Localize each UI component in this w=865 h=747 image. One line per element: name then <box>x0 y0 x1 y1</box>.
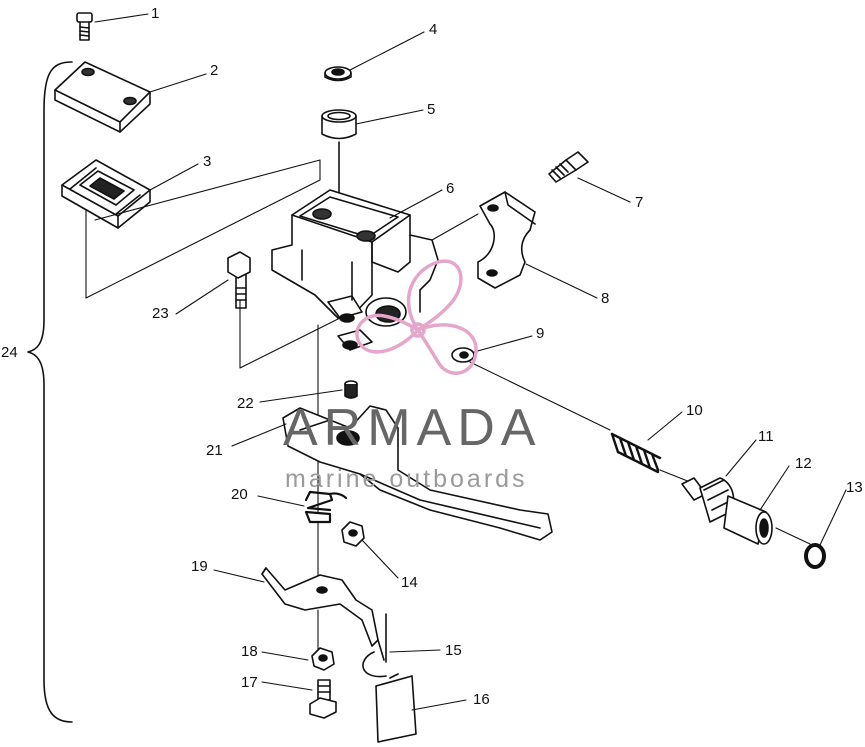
part-19-switch-bracket <box>261 567 379 647</box>
part-10-return-spring <box>610 432 662 474</box>
watermark-propeller-logo <box>355 259 478 375</box>
part-6-master-cylinder-body <box>271 189 439 351</box>
callout-14: 14 <box>401 574 418 591</box>
callout-21: 21 <box>206 442 223 459</box>
part-7-clamp-bolt <box>548 151 589 183</box>
part-3-diaphragm <box>61 159 151 229</box>
part-1-cover-screw <box>76 12 93 41</box>
part-17-screw <box>309 679 337 719</box>
callout-9: 9 <box>536 325 545 342</box>
callout-8: 8 <box>601 290 610 307</box>
part-20-lever-spring <box>304 490 348 524</box>
callout-17: 17 <box>241 674 258 691</box>
callout-1: 1 <box>151 5 160 22</box>
callout-19: 19 <box>191 558 208 575</box>
callout-20: 20 <box>231 486 248 503</box>
piston-axis <box>469 361 811 545</box>
part-15-switch-wire <box>362 613 387 678</box>
watermark-tagline: marine outboards <box>285 465 528 493</box>
part-16-switch-tag <box>375 673 417 743</box>
callout-22: 22 <box>237 395 254 412</box>
part-21-brake-lever <box>282 405 553 541</box>
part-23-pivot-bolt <box>227 251 251 309</box>
guide-line-cover <box>85 159 321 299</box>
callout-4: 4 <box>429 21 438 38</box>
callout-11: 11 <box>758 428 774 445</box>
callout-12: 12 <box>795 455 812 472</box>
part-22-pivot-sleeve <box>344 380 358 399</box>
part-11-12-piston-assembly <box>681 477 773 545</box>
part-5-sight-cup <box>321 109 357 140</box>
part-4-seal-washer <box>324 66 352 82</box>
callout-3: 3 <box>203 153 212 170</box>
callout-6: 6 <box>446 180 455 197</box>
watermark-brand: ARMADA <box>283 399 542 457</box>
callout-15: 15 <box>445 642 462 659</box>
guide-line-clamp <box>431 213 479 241</box>
part-14-nut <box>341 521 365 547</box>
callout-2: 2 <box>210 62 219 79</box>
part-8-handlebar-clamp <box>477 191 536 289</box>
callout-23: 23 <box>152 305 169 322</box>
leader-lines <box>94 13 847 711</box>
callout-5: 5 <box>427 101 436 118</box>
callout-10: 10 <box>686 402 703 419</box>
callout-7: 7 <box>635 194 644 211</box>
callout-18: 18 <box>241 643 258 660</box>
assembly-brace <box>27 61 73 723</box>
callout-24: 24 <box>1 344 18 361</box>
part-9-washer <box>451 347 475 363</box>
part-13-o-ring <box>804 543 826 569</box>
callout-16: 16 <box>473 691 490 708</box>
part-2-reservoir-cover <box>54 61 151 133</box>
guide-line-bolt <box>239 299 341 369</box>
part-18-nut <box>311 647 335 671</box>
callout-13: 13 <box>846 479 863 496</box>
